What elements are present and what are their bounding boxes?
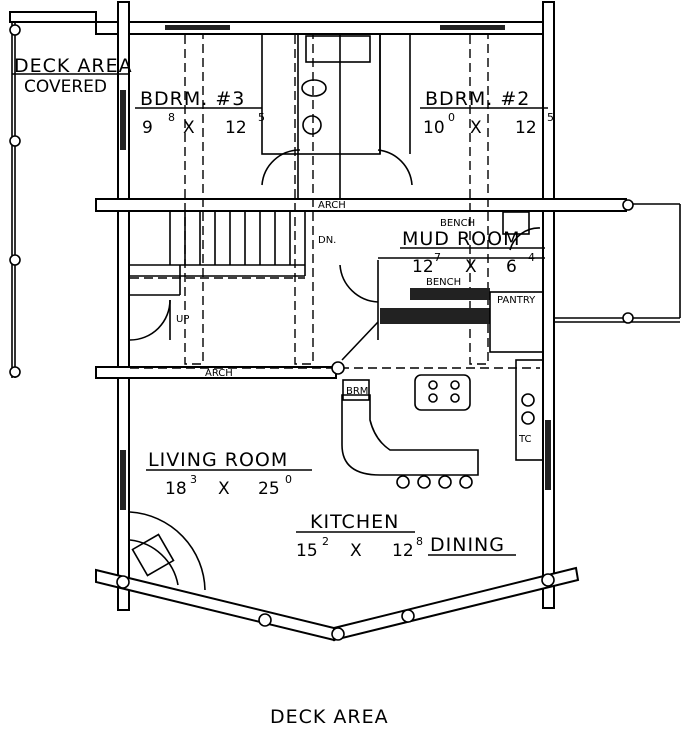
kitchen-name: KITCHEN [310, 511, 399, 533]
living-room-width-in: 3 [190, 473, 197, 486]
mud-room-length-in: 4 [528, 251, 535, 264]
mud-room-width: 12 [412, 257, 434, 277]
dining-label: DINING [430, 534, 505, 556]
deck-covered-line2: COVERED [24, 77, 107, 97]
arch-upper-label: ARCH [318, 200, 346, 211]
living-room-length: 25 [258, 479, 280, 499]
bench-label: BENCH [426, 277, 461, 288]
bdrm3-name: BDRM. #3 [140, 88, 245, 110]
living-room-name: LIVING ROOM [148, 449, 288, 471]
walls [9, 1, 681, 642]
bdrm3-length: 12 [225, 118, 247, 138]
kitchen-length-in: 8 [416, 535, 423, 548]
living-room-x: X [218, 479, 230, 499]
bdrm3-width: 9 [142, 118, 153, 138]
bdrm3-length-in: 5 [258, 111, 265, 124]
living-room-width: 18 [165, 479, 187, 499]
mud-room-name: MUD ROOM [402, 228, 520, 250]
mid-beam [95, 198, 627, 212]
bdrm2-width-in: 0 [448, 111, 455, 124]
deck-rail-top [9, 11, 97, 23]
bdrm3-x: X [183, 118, 195, 138]
kitchen-width-in: 2 [322, 535, 329, 548]
room-labels: DECK AREA COVERED BDRM. #3 9 8 X 12 5 BD… [14, 55, 554, 728]
deck-area-label: DECK AREA [270, 706, 389, 728]
bench-upper-label: BENCH [440, 218, 475, 229]
kitchen-width: 15 [296, 541, 318, 561]
mud-room-width-in: 7 [434, 251, 441, 264]
bdrm3-width-in: 8 [168, 111, 175, 124]
broom-label: BRM [346, 386, 368, 397]
right-wall [542, 1, 555, 609]
kitchen-length: 12 [392, 541, 414, 561]
bdrm2-name: BDRM. #2 [425, 88, 530, 110]
arch-lower-label: ARCH [205, 368, 233, 379]
bdrm2-length-in: 5 [547, 111, 554, 124]
mud-room-length: 6 [506, 257, 517, 277]
bdrm2-width: 10 [423, 118, 445, 138]
mud-room-x: X [465, 257, 477, 277]
kitchen-x: X [350, 541, 362, 561]
living-room-length-in: 0 [285, 473, 292, 486]
left-wall [117, 1, 130, 611]
stairs-up-label: UP [176, 314, 189, 325]
bdrm2-length: 12 [515, 118, 537, 138]
stairs [129, 211, 306, 341]
front-wall-left [95, 568, 335, 642]
pantry-label: PANTRY [497, 295, 536, 306]
deck-covered-line1: DECK AREA [14, 55, 133, 77]
trash-compactor-label: TC [518, 434, 532, 445]
bdrm2-x: X [470, 118, 482, 138]
stairs-down-label: DN. [318, 235, 336, 246]
